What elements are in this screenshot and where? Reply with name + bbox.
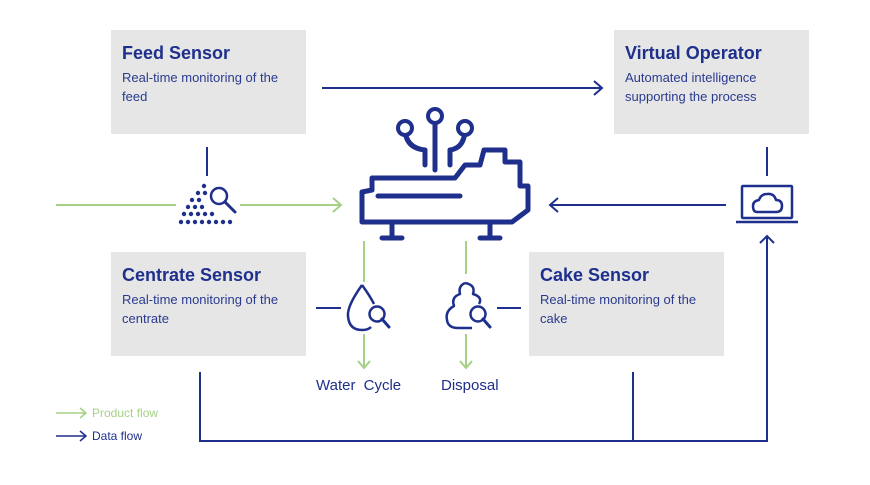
virtual-operator-box: Virtual Operator Automated intelligence … bbox=[614, 30, 809, 134]
feed-sensor-desc: Real-time monitoring of the feed bbox=[122, 70, 279, 104]
centrifuge-machine-icon bbox=[359, 117, 531, 241]
arrowhead bbox=[357, 360, 371, 370]
legend-product-arrow bbox=[56, 407, 88, 419]
cake-sensor-desc: Real-time monitoring of the cake bbox=[540, 292, 697, 326]
particles-search-icon bbox=[178, 183, 237, 225]
circuit-node-left bbox=[396, 119, 414, 137]
centrate-sensor-box: Centrate Sensor Real-time monitoring of … bbox=[111, 252, 306, 356]
centrate-sensor-title: Centrate Sensor bbox=[122, 265, 262, 285]
centrate-sensor-desc: Real-time monitoring of the centrate bbox=[122, 292, 279, 326]
arrowhead bbox=[459, 360, 473, 370]
virtual-operator-desc: Automated intelligence supporting the pr… bbox=[625, 70, 757, 104]
feed-sensor-title: Feed Sensor bbox=[122, 43, 231, 63]
disposal-label: Disposal bbox=[441, 377, 499, 394]
cake-sensor-box: Cake Sensor Real-time monitoring of the … bbox=[529, 252, 724, 356]
arrowhead bbox=[548, 197, 559, 213]
legend-data-arrow bbox=[56, 430, 88, 442]
product-flow-lines bbox=[56, 197, 473, 370]
legend-product-label: Product flow bbox=[92, 406, 159, 420]
arrowhead bbox=[759, 234, 775, 244]
cake-sensor-title: Cake Sensor bbox=[540, 265, 650, 285]
arrowhead bbox=[593, 80, 604, 96]
circuit-node-center bbox=[426, 107, 444, 125]
droplet-search-icon bbox=[346, 284, 391, 332]
laptop-cloud-icon bbox=[736, 184, 798, 224]
cake-search-icon bbox=[445, 281, 492, 330]
water-cycle-label: Water Cycle bbox=[316, 377, 402, 394]
data-flow-lines bbox=[199, 80, 775, 442]
circuit-node-right bbox=[456, 119, 474, 137]
arrowhead bbox=[332, 197, 343, 213]
data-return-line bbox=[199, 236, 768, 442]
virtual-operator-title: Virtual Operator bbox=[625, 43, 762, 63]
feed-sensor-box: Feed Sensor Real-time monitoring of the … bbox=[111, 30, 306, 134]
legend-data-label: Data flow bbox=[92, 429, 143, 443]
